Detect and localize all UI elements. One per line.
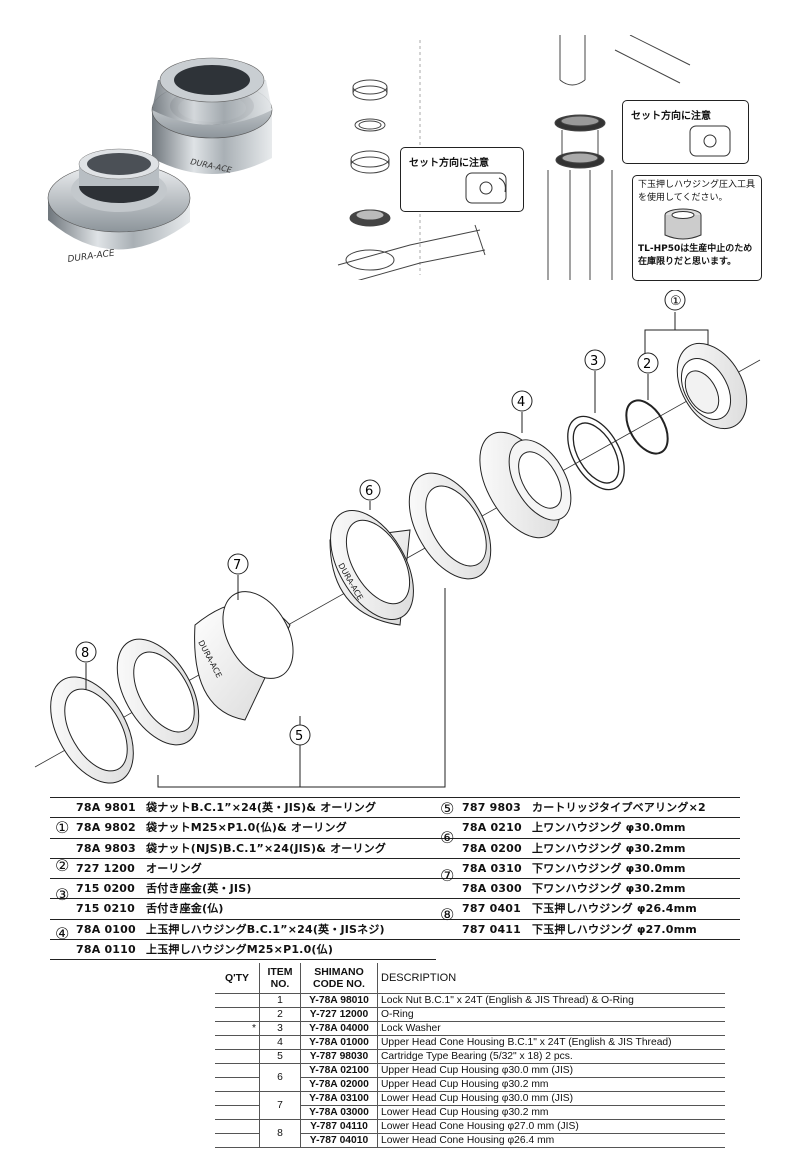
product-photo: DURA-ACE DURA-ACE bbox=[47, 57, 273, 265]
svg-text:5: 5 bbox=[295, 729, 303, 744]
install-diagram-lower-drawing bbox=[547, 35, 691, 280]
part-7-lower-head-cup-housing: DURA-ACE bbox=[194, 591, 294, 721]
part-4-upper-head-cone-housing bbox=[479, 431, 572, 539]
install-diagram-upper-drawing bbox=[337, 40, 486, 280]
jp-group-5: ⑤ bbox=[440, 799, 455, 818]
jp-group-1: ① bbox=[55, 818, 70, 837]
install-diagram-upper: セット方向に注意 bbox=[320, 35, 535, 280]
tool-note-line-1: 下玉押しハウジング圧入工具 bbox=[638, 180, 756, 190]
part-5-cartridge-bearing-lower bbox=[116, 638, 200, 746]
tool-note-line-2: を使用してください。 bbox=[638, 193, 728, 203]
callout-8: 8 bbox=[75, 641, 97, 663]
callout-label: セット方向に注意 bbox=[631, 111, 711, 122]
svg-text:8: 8 bbox=[81, 646, 89, 661]
install-callout-upper: セット方向に注意 bbox=[400, 147, 524, 212]
header-qty: Q'TY bbox=[215, 963, 260, 994]
svg-text:3: 3 bbox=[590, 354, 598, 369]
press-tool-icon bbox=[664, 208, 702, 240]
jp-group-6: ⑥ bbox=[440, 828, 455, 847]
header-description: DESCRIPTION bbox=[377, 963, 725, 994]
tool-note-box: 下玉押しハウジング圧入工具 を使用してください。 TL-HP50は生産中止のため… bbox=[632, 175, 762, 281]
en-parts-table: Q'TY ITEM NO. SHIMANO CODE NO. DESCRIPTI… bbox=[215, 963, 725, 1148]
header-item-no: ITEM NO. bbox=[259, 963, 301, 994]
callout-6: 6 bbox=[359, 479, 381, 501]
part-5-cartridge-bearing-upper bbox=[408, 472, 492, 580]
callout-3: 3 bbox=[584, 349, 606, 371]
part-8-lower-head-cone-housing bbox=[50, 676, 134, 784]
lock-nut-photo: DURA-ACE bbox=[151, 57, 273, 175]
svg-text:7: 7 bbox=[233, 558, 241, 573]
discontinued-line-2: 在庫限りだと思います。 bbox=[638, 257, 737, 267]
callout-detail-drawing bbox=[465, 172, 507, 204]
part-1-lock-nut bbox=[676, 342, 748, 430]
jp-group-3: ③ bbox=[55, 885, 70, 904]
jp-group-7: ⑦ bbox=[440, 866, 455, 885]
callout-detail-drawing bbox=[689, 125, 731, 157]
svg-text:2: 2 bbox=[643, 357, 651, 372]
callout-7: 7 bbox=[227, 553, 249, 575]
en-table-header-row: Q'TY ITEM NO. SHIMANO CODE NO. DESCRIPTI… bbox=[215, 963, 725, 994]
callout-label: セット方向に注意 bbox=[409, 158, 489, 169]
part-3-lock-washer bbox=[567, 415, 625, 491]
part-6-upper-head-cup-housing: DURA-ACE bbox=[329, 509, 414, 626]
exploded-view-diagram: DURA-ACE DURA-ACE ① 2 3 4 6 7 8 5 bbox=[34, 290, 761, 788]
callout-1: ① bbox=[664, 290, 686, 311]
discontinued-line-1: TL-HP50は生産中止のため bbox=[638, 244, 753, 254]
jp-group-2: ② bbox=[55, 856, 70, 875]
svg-text:①: ① bbox=[670, 294, 682, 309]
install-diagram-lower: セット方向に注意 下玉押しハウジング圧入工具 を使用してください。 TL-HP5… bbox=[540, 35, 770, 281]
callout-5: 5 bbox=[289, 724, 311, 746]
callout-4: 4 bbox=[511, 390, 533, 412]
callout-2: 2 bbox=[637, 352, 659, 374]
jp-group-4: ④ bbox=[55, 924, 70, 943]
part-2-o-ring bbox=[625, 399, 669, 455]
svg-text:DURA-ACE: DURA-ACE bbox=[67, 248, 116, 265]
callout-number-group: ① 2 3 4 6 7 8 5 bbox=[75, 290, 686, 746]
svg-text:6: 6 bbox=[365, 484, 373, 499]
jp-group-8: ⑧ bbox=[440, 905, 455, 924]
head-cup-photo: DURA-ACE bbox=[47, 148, 191, 265]
header-code-no: SHIMANO CODE NO. bbox=[300, 963, 378, 994]
install-callout-lower: セット方向に注意 bbox=[622, 100, 749, 164]
svg-text:4: 4 bbox=[517, 395, 525, 410]
